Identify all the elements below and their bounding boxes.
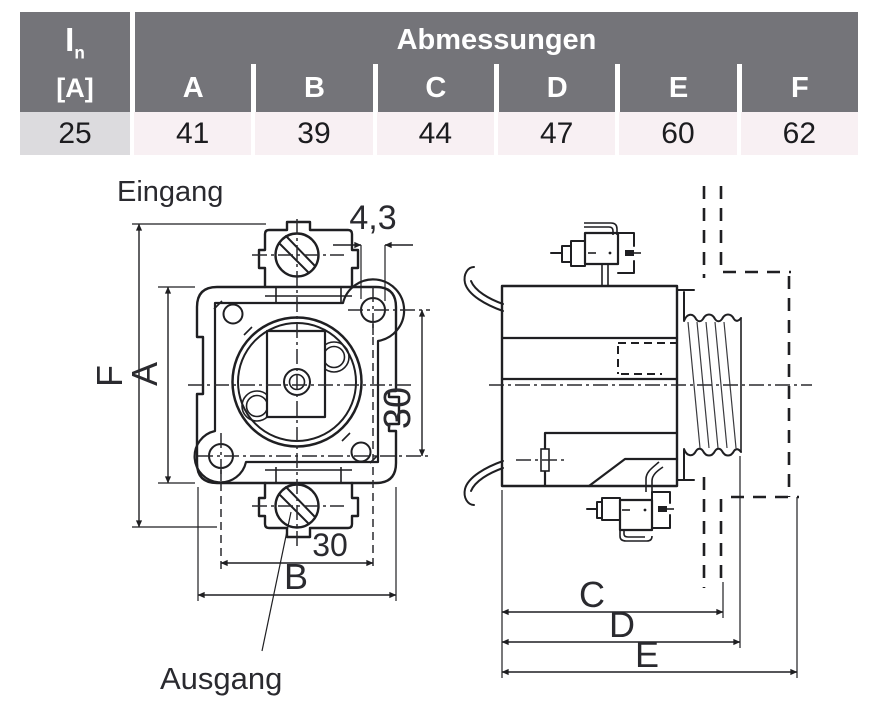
input-terminal-outline [257,220,360,289]
spring-clip-top [463,266,504,312]
thread-bottom-edge [683,447,742,457]
dim-label-30-vertical: 30 [377,387,419,429]
input-terminal-neck [265,287,352,303]
table-header-unit: [A] [20,64,130,112]
current-symbol: In [65,21,85,63]
hole-top-left [222,303,244,325]
table-cell-a: 41 [130,112,252,155]
hidden-contact-detail [617,342,676,375]
panel-outline-dashed [702,186,799,588]
output-label: Ausgang [160,661,282,696]
table-header-group: Abmessungen [130,12,858,64]
center-lines [188,219,812,549]
output-leader-line [261,511,292,652]
table-header-col-d: D [494,64,616,112]
table-header-col-e: E [615,64,737,112]
table-cell-b: 39 [251,112,373,155]
thread-top-edge [683,313,742,323]
table-header-col-c: C [372,64,494,112]
side-body-divisions [500,336,679,381]
hole-bottom-right [350,441,372,463]
corner-chamfer-ticks [213,300,379,464]
dim-label-a: A [124,362,165,386]
input-screw-slot [278,235,316,273]
input-label: Eingang [117,176,223,208]
table-header-col-a: A [130,64,252,112]
output-screw-slot [278,486,316,524]
table-cell-d: 47 [494,112,616,155]
dim-label-hole-dia: 4,3 [349,199,396,237]
table-cell-c: 44 [372,112,494,155]
bottom-connector [586,461,674,542]
side-view [463,186,799,588]
spring-clip-bottom [463,460,504,506]
hole-projection-lines [220,324,374,571]
dimension-lines [132,223,798,678]
dim-label-d: D [609,604,635,645]
table-cell-f: 62 [736,112,858,155]
flange-edges [676,289,695,481]
output-terminal-outline [257,481,360,539]
table-cell-e: 60 [615,112,737,155]
dimensions-table: In Abmessungen [A] A B C D E F 25 41 39 … [20,12,858,155]
output-terminal-neck [265,467,352,483]
top-connector [550,222,641,286]
table-header-current: In [20,12,130,64]
side-body-outline [500,284,679,488]
table-cell-current: 25 [20,112,130,155]
dim-label-30-horizontal: 30 [312,527,348,563]
dim-label-e: E [635,634,659,675]
dim-label-f: F [89,365,130,387]
mounting-plate [193,278,406,484]
dim-label-b: B [284,556,308,597]
table-header-col-b: B [251,64,373,112]
table-header-col-f: F [736,64,858,112]
dim-label-c: C [579,574,605,615]
